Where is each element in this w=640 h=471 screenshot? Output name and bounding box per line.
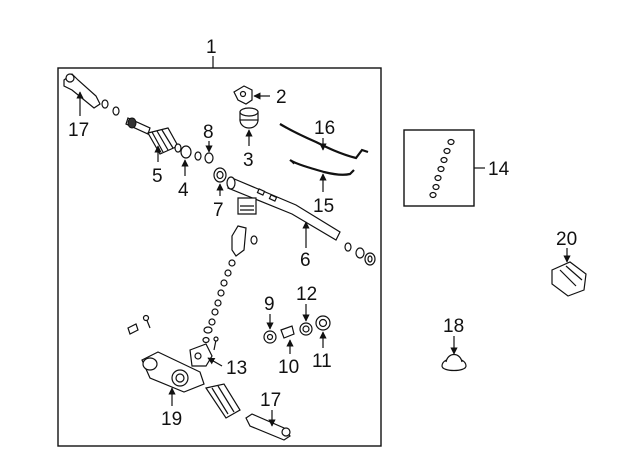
callout-3: 3 [243, 150, 254, 171]
callout-9: 9 [264, 294, 275, 315]
callout-17-upper: 17 [68, 120, 89, 141]
leader-13 [207, 357, 223, 367]
inner-tie-rod-upper [125, 117, 151, 135]
callout-12: 12 [296, 284, 317, 305]
callout-15: 15 [313, 196, 334, 217]
pinion-valve [231, 225, 258, 257]
callout-14: 14 [488, 159, 510, 180]
callout-11: 11 [312, 351, 332, 372]
small-clips [127, 314, 219, 351]
tie-rod-washers [101, 99, 120, 116]
part-8-ring [204, 152, 214, 164]
part-3-bushing [239, 107, 259, 129]
small-washer [194, 151, 202, 161]
part-12-ring [299, 322, 313, 336]
steering-boot-lower [205, 383, 241, 419]
assembly-frame [57, 67, 382, 447]
part-13-mount [189, 343, 213, 367]
part-7-bushing [213, 167, 227, 183]
callout-1: 1 [206, 37, 217, 58]
tie-rod-end-upper [63, 73, 101, 109]
callout-10: 10 [278, 357, 299, 378]
seal-kit-rings [429, 138, 455, 199]
callout-17-lower: 17 [260, 390, 281, 411]
callout-5: 5 [152, 166, 163, 187]
tie-rod-end-lower [245, 413, 291, 441]
part-20-cover [551, 261, 587, 297]
part-11-bushing [315, 315, 331, 331]
callout-20: 20 [556, 229, 577, 250]
callout-7: 7 [213, 200, 224, 221]
callout-4: 4 [178, 180, 189, 201]
callout-13: 13 [226, 358, 247, 379]
part-2-bracket [233, 85, 253, 105]
part-9-bushing [263, 330, 277, 344]
rack-housing [226, 176, 376, 266]
part-15-return-tube [289, 159, 355, 176]
callout-16: 16 [314, 118, 335, 139]
part-18-cap [441, 353, 467, 372]
callout-19: 19 [161, 409, 182, 430]
callout-2: 2 [276, 87, 287, 108]
steering-boot-upper [147, 127, 179, 155]
boot-clamp [174, 143, 192, 159]
part-16-pressure-tube [279, 123, 369, 160]
seal-stack [202, 259, 236, 344]
part-19-gear-housing [141, 351, 205, 393]
callout-8: 8 [203, 122, 214, 143]
callout-6: 6 [300, 250, 311, 271]
callout-18: 18 [443, 316, 464, 337]
part-10-sleeve [280, 325, 295, 339]
